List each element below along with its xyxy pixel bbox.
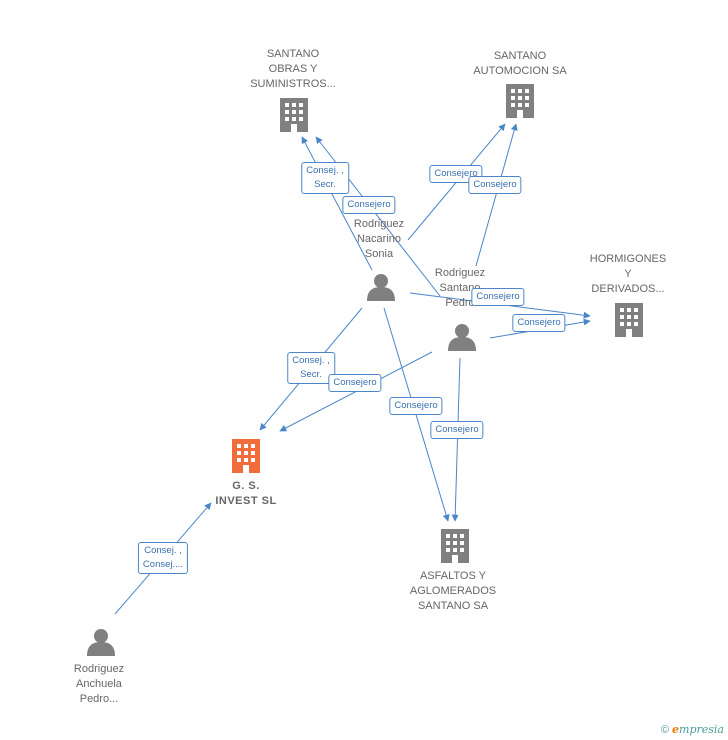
node-label-gs-invest[interactable]: G. S. INVEST SL xyxy=(215,480,277,507)
edge-label-sonia-obras: Consej. , Secr. xyxy=(301,162,349,194)
person-icon xyxy=(87,629,115,656)
building-icon xyxy=(280,98,308,132)
edge-line-pedro-automocion xyxy=(475,123,518,267)
copyright-icon: © xyxy=(660,724,669,736)
node-label-asfaltos[interactable]: ASFALTOS Y AGLOMERADOS SANTANO SA xyxy=(409,570,497,612)
node-label-rodriguez-anchuela[interactable]: Rodriguez Anchuela Pedro... xyxy=(73,663,125,705)
edge-label-pedro-obras: Consejero xyxy=(342,196,396,214)
node-label-rodriguez-santano[interactable]: Rodriguez Santano Pedro xyxy=(434,267,486,309)
node-label-hormigones[interactable]: HORMIGONES Y DERIVADOS... xyxy=(589,253,667,295)
edge-line-pedro-asfaltos xyxy=(451,357,461,522)
building-icon xyxy=(441,529,469,563)
edge-label-sonia-gs: Consej. , Secr. xyxy=(287,352,335,384)
node-label-santano-obras[interactable]: SANTANO OBRAS Y SUMINISTROS... xyxy=(250,48,336,90)
brand-logo: empresia xyxy=(672,723,724,736)
building-icon xyxy=(506,84,534,118)
person-icon xyxy=(448,324,476,351)
edge-label-anchuela-gs: Consej. , Consej.... xyxy=(137,542,189,574)
edge-label-pedro-hormigones: Consejero xyxy=(512,314,566,332)
edge-label-pedro-gs: Consejero xyxy=(328,374,382,392)
brand-initial: e xyxy=(672,723,680,736)
brand-name: mpresia xyxy=(679,723,724,736)
edge-label-sonia-asfaltos: Consejero xyxy=(389,397,443,415)
node-label-rodriguez-nacarino[interactable]: Rodriguez Nacarino Sonia xyxy=(353,218,405,260)
edge-line-sonia-obras xyxy=(301,136,373,271)
footer-brand[interactable]: © empresia xyxy=(661,723,724,736)
edge-label-pedro-asfaltos: Consejero xyxy=(430,421,484,439)
building-icon-focus xyxy=(232,439,260,473)
person-icon xyxy=(367,274,395,301)
edge-label-pedro-automocion: Consejero xyxy=(468,176,522,194)
edge-label-sonia-hormigones: Consejero xyxy=(471,288,525,306)
building-icon xyxy=(615,303,643,337)
node-label-santano-automocion[interactable]: SANTANO AUTOMOCION SA xyxy=(473,50,567,77)
